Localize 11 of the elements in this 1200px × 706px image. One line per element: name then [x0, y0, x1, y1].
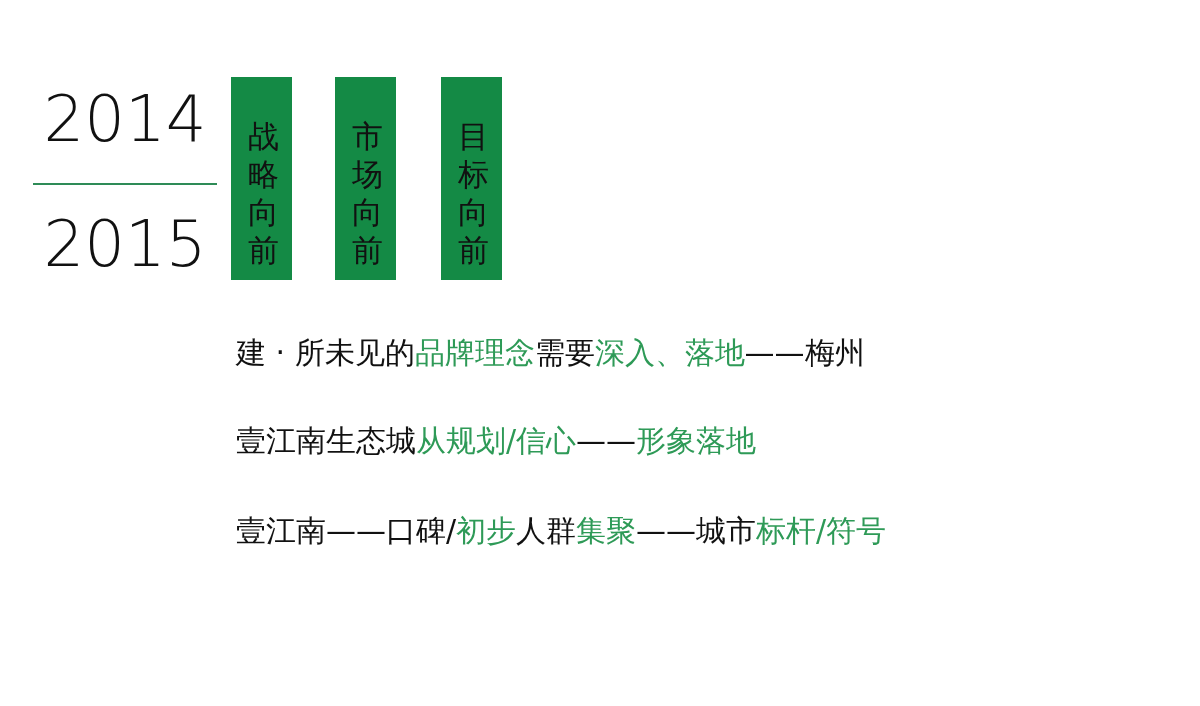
bar-text: 战略向前 — [248, 117, 280, 269]
year-label: 2015 — [42, 209, 208, 279]
vertical-bar — [441, 77, 502, 280]
bar-text: 目标向前 — [458, 117, 490, 269]
vertical-bar — [335, 77, 396, 280]
vertical-bar — [231, 77, 292, 280]
statement-text: 建 · 所未见的品牌理念需要深入、落地——梅州 — [236, 334, 865, 372]
statement-text: 壹江南——口碑/初步人群集聚——城市标杆/符号 — [236, 512, 887, 550]
statement-text: 壹江南生态城从规划/信心——形象落地 — [236, 422, 757, 460]
bar-text: 市场向前 — [352, 117, 384, 269]
year-label: 2014 — [42, 84, 208, 154]
